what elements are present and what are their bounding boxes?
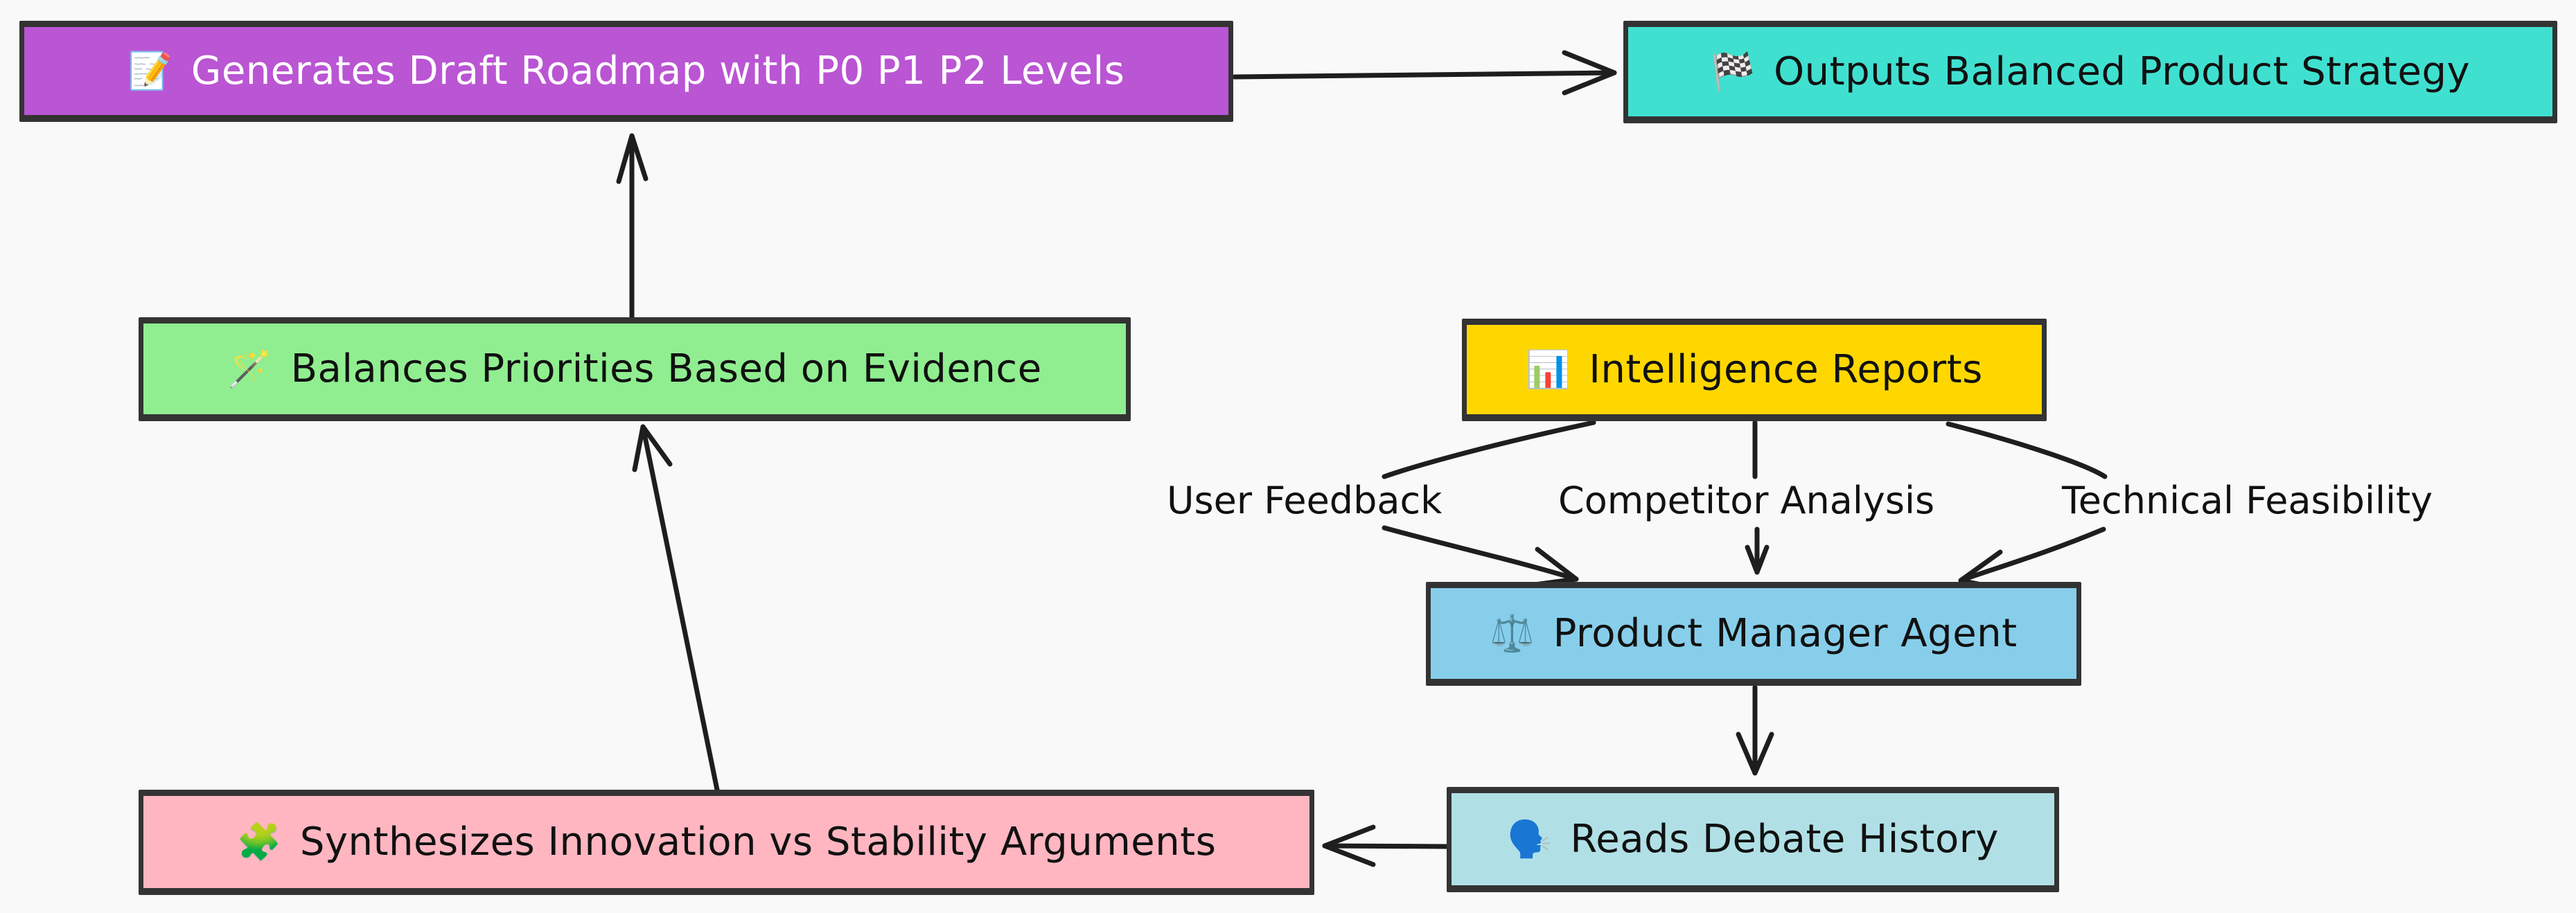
memo-icon: 📝	[127, 50, 173, 92]
magic-wand-icon: 🪄	[227, 348, 273, 390]
node-generates-draft-roadmap[interactable]: 📝 Generates Draft Roadmap with P0 P1 P2 …	[19, 21, 1233, 122]
node-label: Balances Priorities Based on Evidence	[290, 346, 1042, 391]
edge-label-technical-feasibility: Technical Feasibility	[2058, 482, 2437, 520]
edge-label-user-feedback: User Feedback	[1163, 482, 1447, 520]
node-label: Generates Draft Roadmap with P0 P1 P2 Le…	[191, 48, 1125, 94]
checkered-flag-icon: 🏁	[1710, 51, 1756, 93]
speaking-head-icon: 🗣️	[1507, 818, 1553, 860]
puzzle-piece-icon: 🧩	[236, 821, 282, 863]
edge-synth-to-balances	[632, 424, 720, 792]
node-label: Outputs Balanced Product Strategy	[1774, 48, 2471, 94]
node-synthesizes-arguments[interactable]: 🧩 Synthesizes Innovation vs Stability Ar…	[139, 790, 1314, 895]
edge-pm-to-debate	[1736, 684, 1774, 776]
node-label: Synthesizes Innovation vs Stability Argu…	[299, 819, 1217, 865]
node-label: Reads Debate History	[1570, 816, 1999, 862]
edge-roadmap-to-strategy	[1232, 50, 1617, 96]
node-balances-priorities[interactable]: 🪄 Balances Priorities Based on Evidence	[139, 317, 1131, 421]
balance-scale-icon: ⚖️	[1490, 612, 1535, 655]
bar-chart-icon: 📊	[1526, 348, 1571, 391]
node-product-manager-agent[interactable]: ⚖️ Product Manager Agent	[1426, 582, 2081, 686]
node-label: Intelligence Reports	[1589, 346, 1983, 392]
node-reads-debate-history[interactable]: 🗣️ Reads Debate History	[1447, 787, 2059, 892]
node-intelligence-reports[interactable]: 📊 Intelligence Reports	[1462, 319, 2047, 421]
edge-debate-to-synth	[1322, 824, 1449, 867]
edge-label-competitor-analysis: Competitor Analysis	[1554, 482, 1939, 520]
node-label: Product Manager Agent	[1553, 610, 2018, 656]
node-outputs-balanced-strategy[interactable]: 🏁 Outputs Balanced Product Strategy	[1623, 21, 2557, 123]
edge-balances-to-roadmap	[616, 133, 649, 320]
